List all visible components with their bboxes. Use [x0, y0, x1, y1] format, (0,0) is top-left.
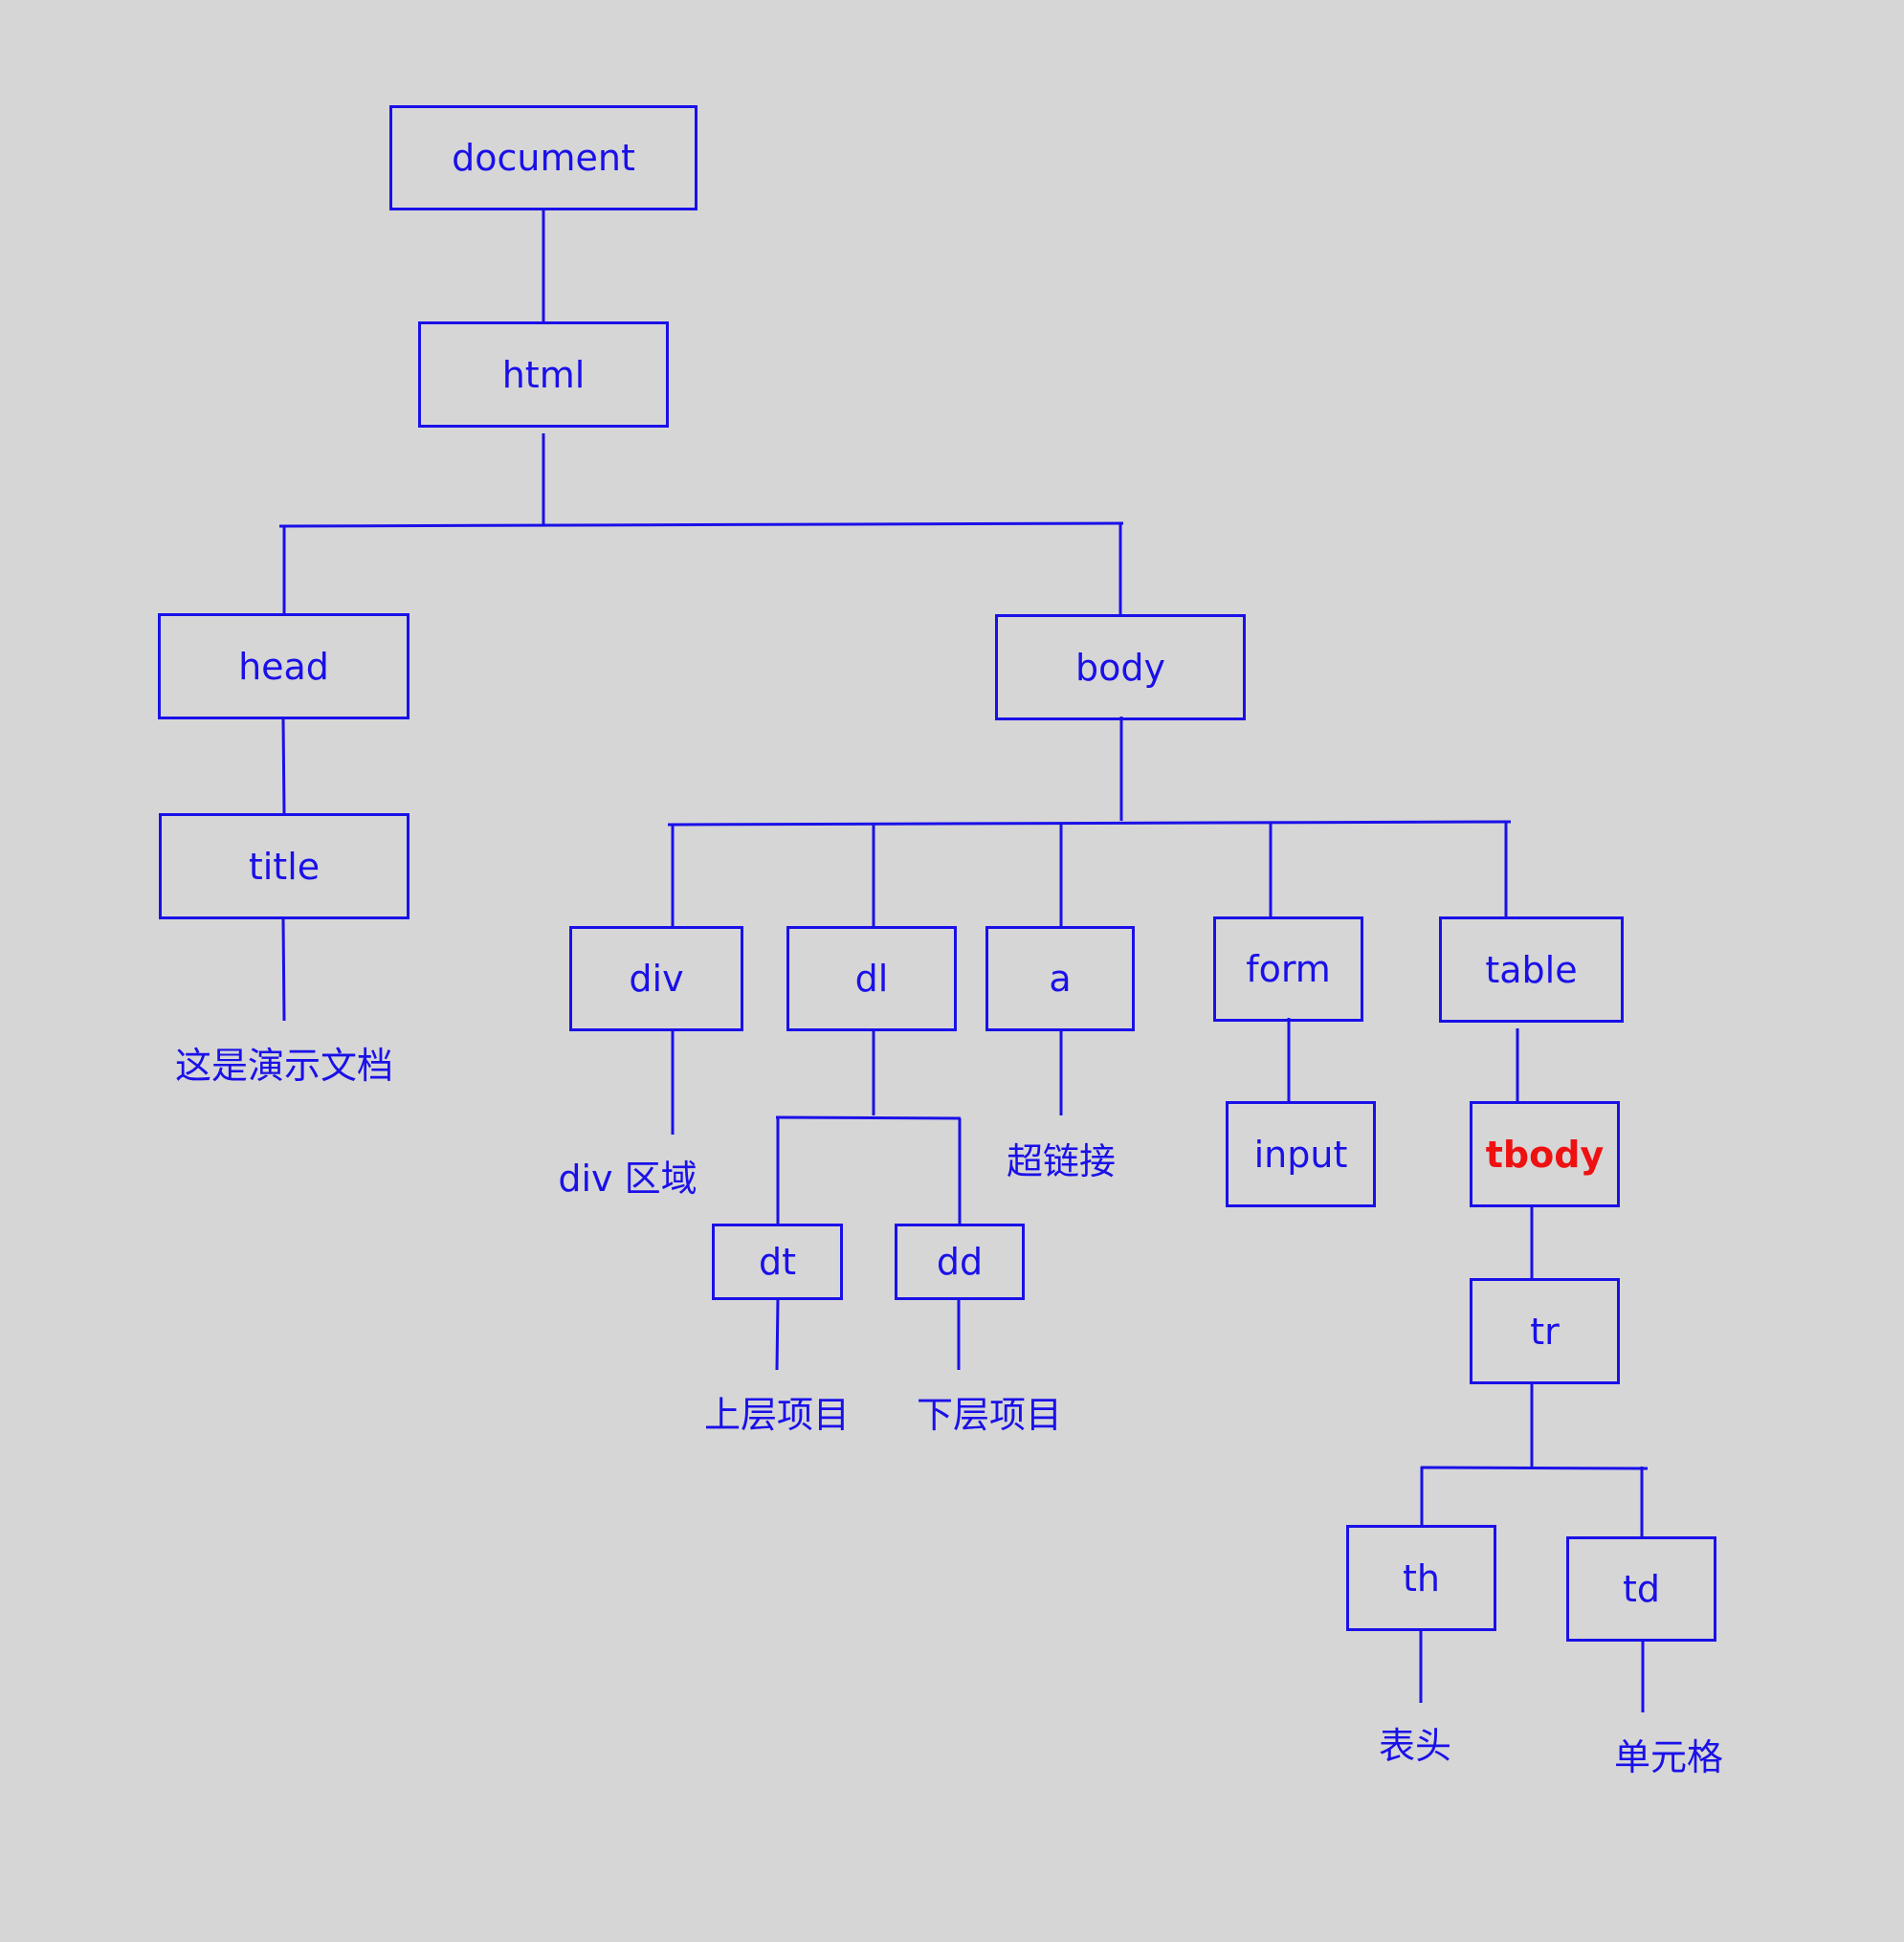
node-tr: tr: [1470, 1278, 1620, 1384]
leaf-div-text: div 区域: [558, 1158, 697, 1200]
node-table: table: [1439, 916, 1624, 1023]
node-head: head: [158, 613, 410, 719]
node-td: td: [1566, 1536, 1716, 1642]
node-input: input: [1226, 1101, 1376, 1207]
node-body: body: [995, 614, 1246, 720]
leaf-title-text: 这是演示文档: [174, 1045, 394, 1087]
node-dl: dl: [786, 926, 957, 1031]
node-title: title: [159, 813, 410, 919]
node-document: document: [389, 105, 697, 210]
node-dd: dd: [895, 1224, 1025, 1300]
leaf-dt-text: 上层项目: [703, 1394, 851, 1436]
node-a: a: [985, 926, 1135, 1031]
node-form: form: [1213, 916, 1363, 1022]
leaf-dd-text: 下层项目: [916, 1394, 1063, 1436]
leaf-td-text: 单元格: [1613, 1736, 1724, 1778]
leaf-th-text: 表头: [1378, 1725, 1452, 1767]
node-div: div: [569, 926, 743, 1031]
node-dt: dt: [712, 1224, 843, 1300]
node-th: th: [1346, 1525, 1496, 1631]
node-html: html: [418, 321, 669, 428]
leaf-a-text: 超链接: [1006, 1140, 1117, 1182]
node-tbody: tbody: [1470, 1101, 1620, 1207]
